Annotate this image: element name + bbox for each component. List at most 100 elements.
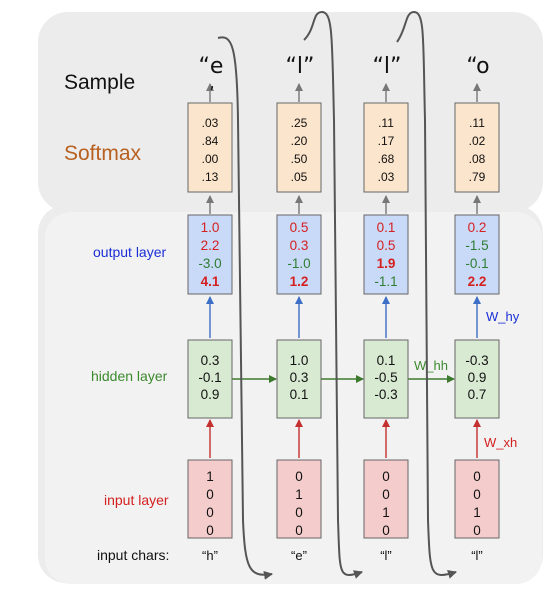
hidden-value: 0.9	[201, 387, 220, 402]
input-char: “l”	[380, 548, 392, 563]
output-value: 1.0	[201, 220, 220, 235]
w-hh-label: W_hh	[414, 358, 448, 373]
softmax-label: Softmax	[64, 142, 142, 165]
input-value: 0	[473, 523, 481, 538]
w-hy-label: W_hy	[486, 309, 520, 324]
hidden-layer-label: hidden layer	[91, 368, 168, 384]
softmax-box	[363, 102, 409, 193]
hidden-box	[454, 339, 500, 419]
timestep-column: “e, .03 .84 .00 .13 1.0 2.2 -3.0 4.1 0.3 -0.1 0.9 1 0…	[187, 54, 233, 563]
output-box	[187, 214, 233, 295]
hidden-box	[363, 339, 409, 419]
output-value: 1.2	[290, 274, 309, 289]
hidden-box	[276, 339, 322, 419]
input-box	[363, 459, 409, 539]
feedback-curve-3	[396, 10, 457, 579]
input-value: 0	[382, 469, 390, 484]
input-value: 0	[382, 523, 390, 538]
hidden-value: 0.3	[201, 353, 220, 368]
input-value: 1	[382, 505, 390, 520]
output-box	[363, 214, 409, 295]
input-value: 0	[473, 487, 481, 502]
softmax-value: .03	[202, 116, 219, 130]
hidden-value: -0.1	[198, 370, 221, 385]
output-value: -1.1	[374, 274, 397, 289]
hidden-box	[187, 339, 233, 419]
sample-char: “l”	[373, 54, 402, 79]
softmax-value: .17	[378, 134, 395, 148]
input-value: 0	[206, 487, 214, 502]
sample-label: Sample	[64, 71, 135, 94]
vertical-arrows	[206, 83, 481, 458]
softmax-value: .13	[202, 170, 219, 184]
output-value: 2.2	[201, 238, 220, 253]
output-value: 0.1	[377, 220, 396, 235]
hidden-value: 0.3	[290, 370, 309, 385]
sample-char: “e	[199, 54, 224, 79]
input-box	[454, 459, 500, 539]
output-value: 0.3	[290, 238, 309, 253]
output-value: 4.1	[201, 274, 220, 289]
input-value: 0	[382, 487, 390, 502]
softmax-value: .20	[291, 134, 308, 148]
input-char: “h”	[202, 548, 218, 563]
feedback-curve-2	[303, 10, 363, 579]
sample-char: “o	[466, 54, 489, 79]
input-box	[276, 459, 322, 539]
sample-char: “l”	[286, 54, 315, 79]
softmax-box	[454, 102, 500, 193]
input-value: 0	[295, 523, 303, 538]
softmax-value: .84	[202, 134, 219, 148]
input-value: 0	[295, 505, 303, 520]
columns: “e, .03 .84 .00 .13 1.0 2.2 -3.0 4.1 0.3 -0.1 0.9 1 0…	[187, 54, 500, 563]
output-value: -3.0	[198, 256, 221, 271]
hidden-value: 0.9	[468, 370, 487, 385]
input-layer-label: input layer	[104, 492, 169, 508]
output-value: 0.5	[377, 238, 396, 253]
hidden-value: 0.1	[290, 387, 309, 402]
output-box	[454, 214, 500, 295]
input-value: 0	[206, 505, 214, 520]
input-chars-label: input chars:	[97, 547, 169, 563]
w-xh-label: W_xh	[484, 435, 517, 450]
timestep-column: “l” .11 .17 .68 .03 0.1 0.5 1.9 -1.1 0.1 -0.5 -0.3 0…	[363, 54, 409, 563]
softmax-value: .11	[469, 116, 485, 130]
input-value: 0	[206, 523, 214, 538]
softmax-value: .03	[378, 170, 395, 184]
softmax-value: .05	[291, 170, 308, 184]
output-value: 0.2	[468, 220, 487, 235]
output-value: 1.9	[377, 256, 396, 271]
timestep-column: “l” .25 .20 .50 .05 0.5 0.3 -1.0 1.2 1.0 0.3 0.1 0 1 0…	[276, 54, 322, 563]
softmax-value: .08	[469, 152, 486, 166]
hidden-value: -0.5	[374, 370, 397, 385]
output-value: -1.5	[465, 238, 488, 253]
hidden-value: 1.0	[290, 353, 309, 368]
softmax-value: .11	[378, 116, 394, 130]
input-box	[187, 459, 233, 539]
softmax-value: .68	[378, 152, 395, 166]
softmax-value: .50	[291, 152, 308, 166]
feedback-curve-1	[217, 36, 273, 580]
softmax-box	[276, 102, 322, 193]
input-char: “l”	[471, 548, 483, 563]
output-box	[276, 214, 322, 295]
input-value: 1	[206, 469, 214, 484]
input-value: 0	[473, 469, 481, 484]
softmax-value: .25	[291, 116, 308, 130]
output-value: 0.5	[290, 220, 309, 235]
input-value: 1	[295, 487, 303, 502]
hidden-value: -0.3	[374, 387, 397, 402]
input-value: 1	[473, 505, 481, 520]
hidden-value: 0.1	[377, 353, 396, 368]
hidden-value: -0.3	[465, 353, 488, 368]
softmax-value: .02	[469, 134, 486, 148]
softmax-box	[187, 102, 233, 193]
input-char: “e”	[291, 548, 307, 563]
softmax-value: .00	[202, 152, 219, 166]
output-value: 2.2	[468, 274, 487, 289]
output-value: -1.0	[287, 256, 310, 271]
sample-char-tail: ,	[209, 73, 214, 92]
output-value: -0.1	[465, 256, 488, 271]
feedback-curves	[217, 10, 457, 580]
